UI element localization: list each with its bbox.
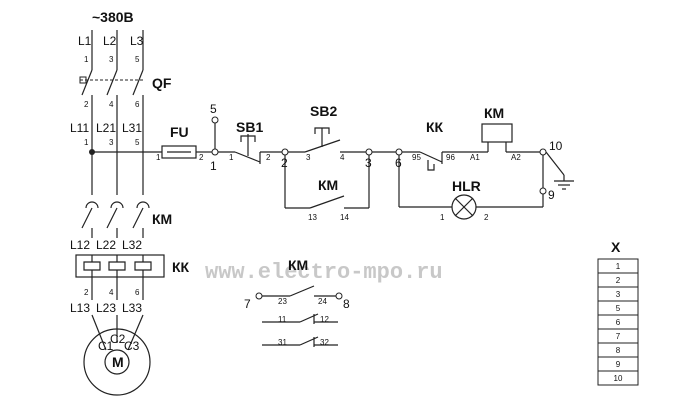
node-10: 10 [549,139,563,153]
coil-pin-a1: A1 [470,153,480,162]
fuse-pin-2: 2 [199,153,204,162]
aux-pin-12: 12 [320,315,329,324]
kk-pin-4: 4 [109,288,114,297]
aux-pin-23: 23 [278,297,287,306]
node-5: 5 [210,102,217,116]
lamp-label: HLR [452,178,481,194]
sb2-pin-4: 4 [340,153,345,162]
km-hold-pin-13: 13 [308,213,317,222]
terminal-block-title: X [611,239,621,255]
phase-label-l12: L12 [70,238,90,252]
pin-after-qf-1: 1 [84,138,89,147]
phase-label-l33: L33 [122,301,142,315]
kk-contact-label: КК [426,119,444,135]
aux-pin-24: 24 [318,297,327,306]
aux-contacts [255,285,343,347]
node-2: 2 [281,156,288,170]
pin-after-qf-5: 5 [135,138,140,147]
stop-button-label: SB1 [236,119,263,135]
kk-pin-6: 6 [135,288,140,297]
aux-pin-11: 11 [278,315,287,324]
pin-after-qf-3: 3 [109,138,114,147]
node-3: 3 [365,156,372,170]
aux-pin-32: 32 [320,338,329,347]
terminal-label: 2 [616,276,621,285]
node-6: 6 [395,156,402,170]
motor-terminal-c1: C1 [98,339,114,353]
fuse-label: FU [170,124,189,140]
phase-label-l2: L2 [103,34,117,48]
phase-label-l23: L23 [96,301,116,315]
motor-label: M [112,354,124,370]
terminal-label: 6 [616,318,621,327]
km-hold-pin-14: 14 [340,213,349,222]
kk-pin-2: 2 [84,288,89,297]
supply-voltage: ~380В [92,9,134,25]
power-wires-top [91,30,144,70]
qf-pin-2: 2 [84,100,89,109]
phase-label-l13: L13 [70,301,90,315]
terminal-label: 3 [616,290,621,299]
sb1-pin-2: 2 [266,153,271,162]
qf-pin-1: 1 [84,55,89,64]
qf-pin-3: 3 [109,55,114,64]
contactor-km-main-contacts [81,140,150,238]
qf-pin-6: 6 [135,100,140,109]
fuse-pin-1: 1 [156,153,161,162]
terminal-label: 5 [616,304,621,313]
contactor-main-label: КМ [152,211,172,227]
kk-pin-95: 95 [412,153,421,162]
breaker-label: QF [152,75,172,91]
breaker-qf-symbol [79,69,145,140]
aux-contacts-label: КМ [288,257,308,273]
node-9: 9 [548,188,555,202]
terminal-label: 1 [616,262,621,271]
aux-pin-31: 31 [278,338,287,347]
kk-pin-96: 96 [446,153,455,162]
motor [83,314,151,396]
phase-label-l32: L32 [122,238,142,252]
lamp-pin-2: 2 [484,213,489,222]
motor-terminal-c3: C3 [124,339,140,353]
node-1: 1 [210,159,217,173]
phase-label-l11: L11 [70,121,89,135]
sb1-pin-1: 1 [229,153,234,162]
node-7: 7 [244,297,251,311]
km-hold-label: КМ [318,177,338,193]
thermal-relay-label: КК [172,259,190,275]
node-8: 8 [343,297,350,311]
terminal-cell [597,370,639,386]
terminal-label: 9 [616,360,621,369]
thermal-relay-kk [75,254,165,300]
coil-label: КМ [484,105,504,121]
watermark: www.electro-mpo.ru [205,260,443,285]
control-wiring [92,116,574,220]
qf-pin-4: 4 [109,100,114,109]
terminal-label: 7 [616,332,621,341]
phase-label-l3: L3 [130,34,144,48]
terminal-label: 8 [616,346,621,355]
phase-label-l31: L31 [122,121,142,135]
sb2-pin-3: 3 [306,153,311,162]
lamp-pin-1: 1 [440,213,445,222]
motor-terminal-c2: C2 [110,332,126,346]
terminal-block: 1 2 3 5 6 7 8 9 10 [597,258,639,386]
coil-pin-a2: A2 [511,153,521,162]
phase-label-l22: L22 [96,238,116,252]
start-button-label: SB2 [310,103,337,119]
phase-label-l21: L21 [96,121,116,135]
qf-pin-5: 5 [135,55,140,64]
terminal-label: 10 [614,374,623,383]
phase-label-l1: L1 [78,34,92,48]
